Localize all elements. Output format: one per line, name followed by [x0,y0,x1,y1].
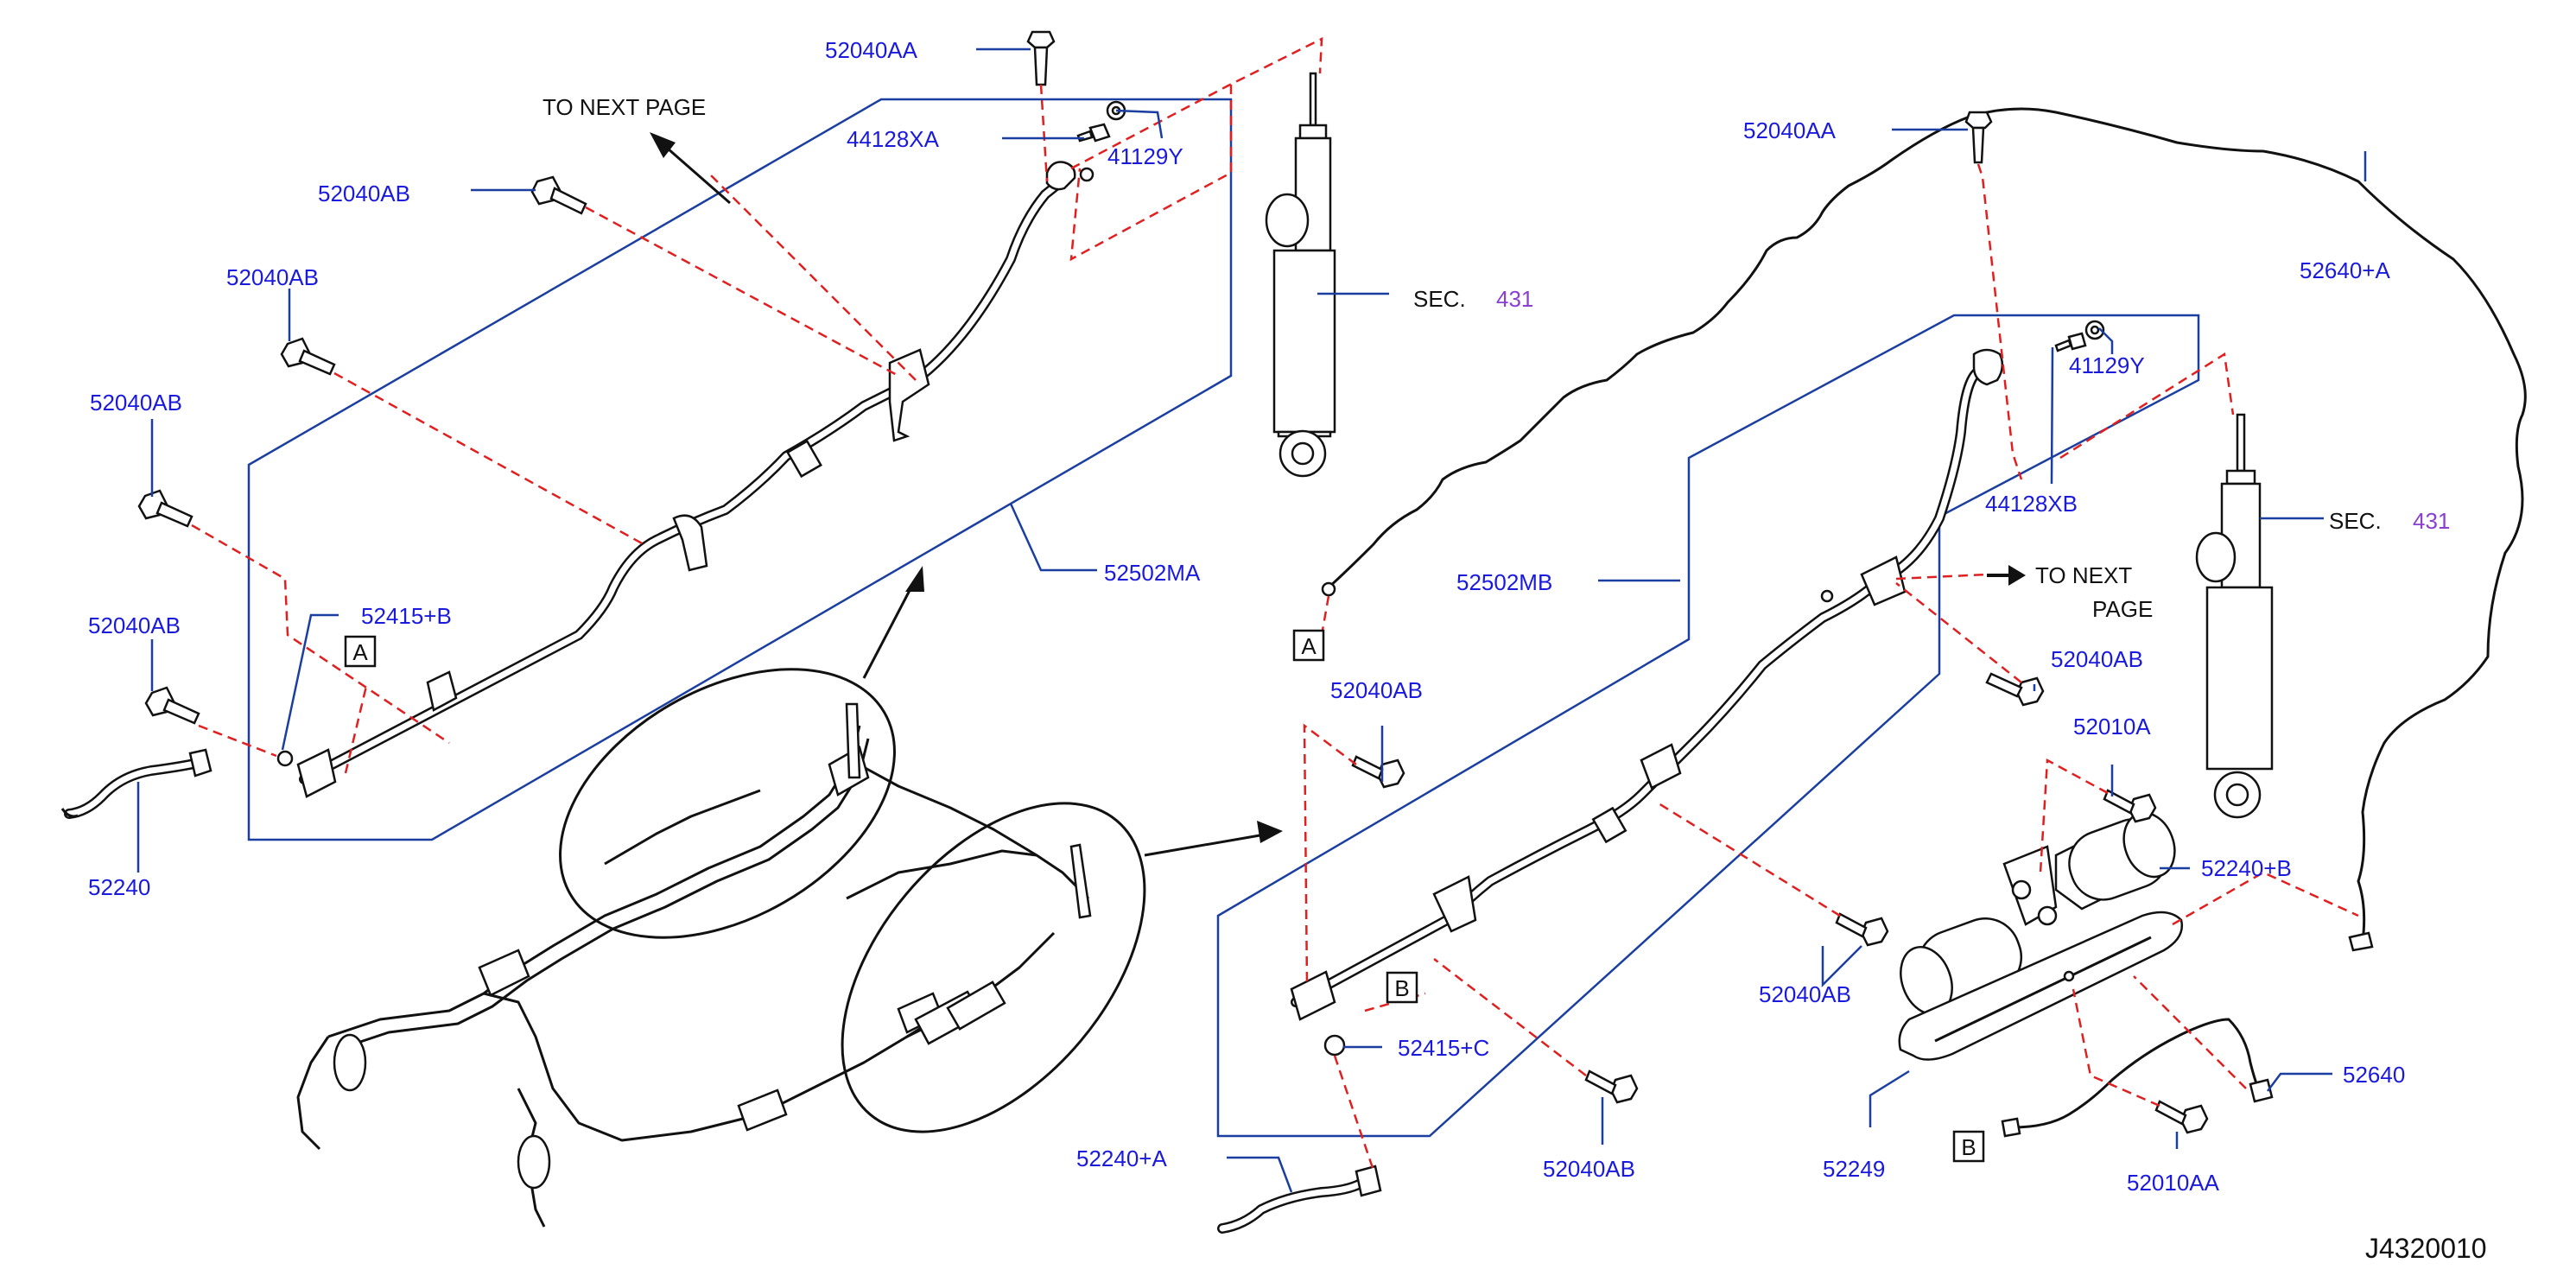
seal-icon-52415B [276,750,294,767]
sensor-icon-44128XB [2054,332,2087,352]
shock-absorber-left [1265,72,1336,478]
seal-icon-52415C [1323,1034,1346,1057]
label-52415B: 52415+B [361,603,452,629]
part-labels: 52040AA TO NEXT PAGE 44128XA 41129Y 5204… [88,37,2487,1264]
label-52040AB-3: 52040AB [90,390,182,416]
label-52415C: 52415+C [1398,1035,1489,1061]
callout-box-b-top: B [1386,971,1418,1004]
label-52040AB-7: 52040AB [1759,981,1851,1007]
pipe-52502MB [1290,348,2004,1021]
diagram-code: J4320010 [2365,1233,2487,1264]
bolt-icon-52040AB-6 [1351,755,1405,789]
label-52240A: 52240+A [1076,1146,1167,1171]
leader-lines [136,48,2367,1193]
svg-text:SEC.: SEC. [1413,286,1466,312]
bolt-icon-52040AB-4 [144,686,200,725]
hose-52240A [1217,1165,1382,1234]
label-52240B: 52240+B [2201,855,2292,881]
frame-right-assembly [1216,314,2200,1138]
dashed-lines-right [1303,163,2359,1171]
label-52040AA-left: 52040AA [825,37,918,63]
bolt-icon-52040AA-left [1026,30,1056,86]
pipe-52502MA [296,161,1094,798]
clip-icon-41129Y-right [2084,320,2105,340]
svg-text:B: B [1961,1134,1976,1160]
shock-absorber-right [2195,413,2274,819]
dashed-lines-left [191,36,1323,774]
label-52040AA-right: 52040AA [1743,117,1837,143]
label-sec-431-left: SEC. 431 [1413,286,1533,312]
label-52502MB: 52502MB [1456,569,1552,595]
label-44128XA: 44128XA [847,126,940,152]
label-52040AB-8: 52040AB [1543,1156,1635,1182]
label-52040AB-6: 52040AB [1330,677,1423,703]
label-41129Y-left: 41129Y [1107,143,1183,169]
overview-brake-layout [296,668,1146,1228]
label-sec-431-right: SEC. 431 [2329,508,2450,534]
svg-text:B: B [1394,975,1409,1001]
svg-text:431: 431 [1496,286,1533,312]
bolt-icon-52040AB-2 [280,337,336,376]
label-to-next-page-right-1: TO NEXT [2035,562,2132,588]
label-52640A: 52640+A [2300,257,2390,283]
label-52640: 52640 [2343,1062,2405,1088]
label-52040AB-1: 52040AB [318,181,410,206]
label-52502MA: 52502MA [1104,560,1201,586]
bolt-icon-52040AB-3 [137,489,194,528]
harness-52640A [1321,107,2527,952]
label-44128XB: 44128XB [1985,491,2078,517]
overview-arrows [650,132,1283,857]
label-52010A: 52010A [2073,714,2151,739]
label-52040AB-4: 52040AB [88,612,181,638]
label-to-next-page-right-2: PAGE [2092,596,2153,622]
svg-text:431: 431 [2413,508,2450,534]
next-page-arrow-right [1987,565,2026,586]
bolt-icon-52040AB-5 [1985,672,2045,707]
label-52249: 52249 [1823,1156,1885,1182]
label-41129Y-right: 41129Y [2069,352,2145,378]
callout-box-a-right: A [1292,629,1325,662]
overview-zoom-ellipse-left [559,668,896,939]
label-52040AB-2: 52040AB [226,264,319,290]
frame-left-assembly [247,98,1233,841]
label-52010AA: 52010AA [2127,1170,2220,1196]
hose-52240 [60,748,213,819]
bolt-icon-52040AB-1 [530,175,587,215]
callout-box-b-bottom: B [1952,1130,1985,1163]
bolt-icon-52010AA [2154,1100,2209,1134]
svg-text:SEC.: SEC. [2329,508,2382,534]
svg-text:A: A [1301,633,1317,659]
callout-box-a-left: A [344,635,377,668]
label-52240: 52240 [88,874,150,900]
bracket-52249 [1898,911,2184,1061]
svg-text:A: A [352,639,368,665]
bolt-icon-52040AB-7 [1835,912,1889,947]
label-52040AB-5: 52040AB [2051,646,2143,672]
bolt-icon-52040AA-right [1964,111,1993,164]
harness-52640 [2001,1018,2274,1138]
overview-zoom-ellipse-right [841,802,1146,1133]
label-to-next-page-left: TO NEXT PAGE [542,94,706,120]
bolt-icon-52040AB-8 [1584,1069,1639,1104]
